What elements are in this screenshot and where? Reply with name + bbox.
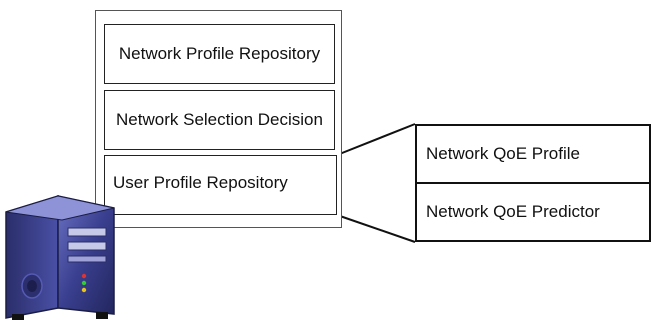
user-profile-repository-label: User Profile Repository xyxy=(113,173,288,192)
user-profile-repository-box: User Profile Repository xyxy=(104,155,337,215)
network-selection-decision-label: Network Selection Decision xyxy=(116,110,323,129)
network-qoe-predictor-label: Network QoE Predictor xyxy=(426,202,600,221)
network-qoe-profile-box: Network QoE Profile xyxy=(415,124,651,184)
network-qoe-predictor-box: Network QoE Predictor xyxy=(415,182,651,242)
connector-line-top xyxy=(336,123,416,156)
server-icon xyxy=(5,194,115,320)
network-qoe-profile-label: Network QoE Profile xyxy=(426,144,580,163)
network-profile-repository-box: Network Profile Repository xyxy=(104,24,335,84)
connector-line-bottom xyxy=(336,214,416,243)
network-selection-decision-box: Network Selection Decision xyxy=(104,90,335,150)
network-profile-repository-label: Network Profile Repository xyxy=(118,44,321,63)
